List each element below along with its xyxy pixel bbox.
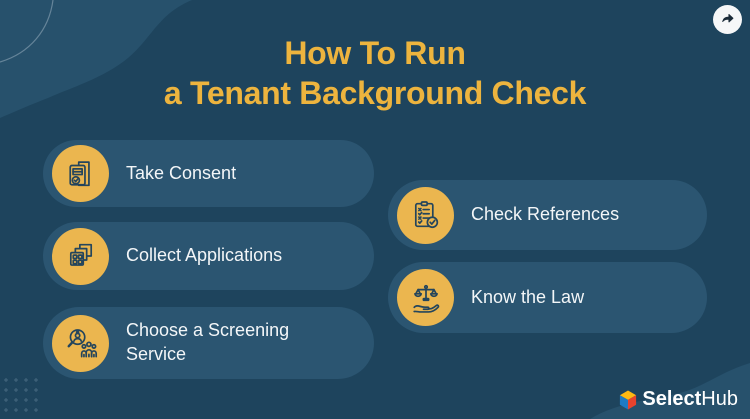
step-label: Choose a Screening Service: [126, 320, 290, 364]
screening-magnifier-icon: [67, 329, 97, 358]
step-badge: [52, 227, 109, 285]
step-card-take-consent: Take Consent: [43, 140, 374, 207]
share-button[interactable]: [713, 5, 742, 34]
step-label: Take Consent: [126, 162, 237, 183]
consent-document-icon: [68, 160, 90, 186]
selecthub-cube-icon: [620, 390, 637, 409]
selecthub-logo[interactable]: SelectHub: [619, 388, 738, 411]
law-scales-icon: [412, 284, 439, 313]
step-badge: [397, 186, 454, 244]
page-title-line2: a Tenant Background Check: [163, 75, 587, 111]
step-badge: [52, 145, 109, 202]
page-title: How To Run a Tenant Background Check: [0, 33, 750, 113]
step-label: Collect Applications: [126, 245, 283, 266]
share-arrow-icon: [722, 14, 734, 23]
page-title-line1: How To Run: [284, 35, 466, 71]
step-label: Check References: [471, 204, 620, 225]
step-badge: [397, 269, 454, 326]
dot-grid-decoration: [4, 378, 38, 412]
references-checklist-icon: [414, 201, 438, 229]
selecthub-wordmark: SelectHub: [642, 388, 738, 410]
step-card-choose-screening-service: Choose a Screening Service: [43, 307, 374, 379]
step-card-check-references: Check References: [388, 180, 707, 250]
step-card-know-the-law: Know the Law: [388, 262, 707, 333]
step-card-collect-applications: Collect Applications: [43, 222, 374, 290]
step-badge: [52, 314, 109, 372]
applications-stack-icon: [69, 243, 92, 266]
step-label: Know the Law: [471, 286, 585, 307]
